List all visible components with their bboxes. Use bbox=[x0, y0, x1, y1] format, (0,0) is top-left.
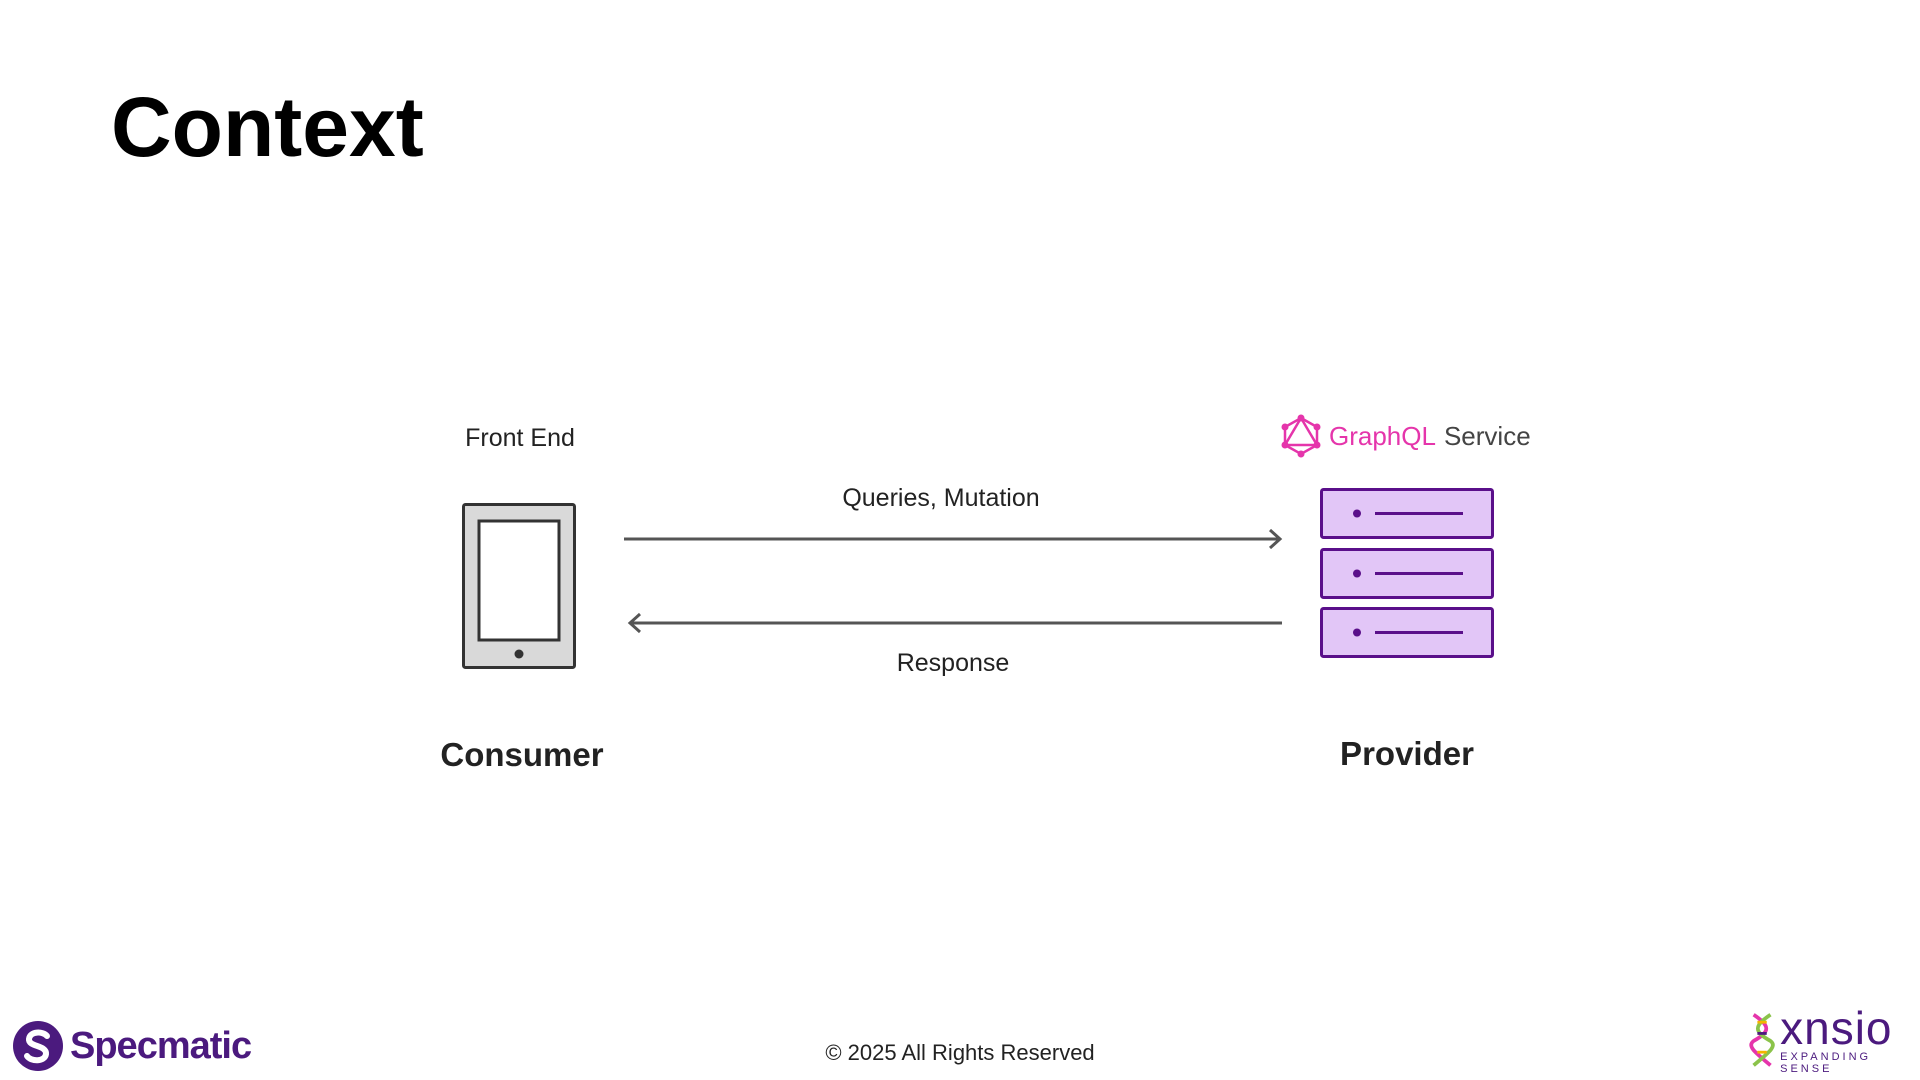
slide-title: Context bbox=[111, 80, 424, 174]
graphql-logo-icon bbox=[1281, 414, 1321, 458]
copyright-footer: © 2025 All Rights Reserved bbox=[825, 1040, 1095, 1065]
service-text: Service bbox=[1443, 420, 1531, 451]
xnsio-wordmark: xnsio bbox=[1780, 1002, 1893, 1054]
provider-label: Provider bbox=[1340, 735, 1474, 772]
request-label: Queries, Mutation bbox=[842, 484, 1040, 512]
specmatic-logo-icon bbox=[13, 1021, 63, 1071]
graphql-service-heading: GraphQL Service bbox=[1281, 414, 1531, 458]
front-end-label: Front End bbox=[465, 424, 575, 452]
response-label: Response bbox=[896, 649, 1010, 677]
server-stack-icon bbox=[1320, 488, 1494, 658]
consumer-label: Consumer bbox=[440, 736, 604, 773]
response-arrow bbox=[627, 612, 1282, 634]
specmatic-logo: Specmatic bbox=[10, 1018, 252, 1074]
specmatic-wordmark: Specmatic bbox=[70, 1024, 252, 1067]
graphql-brand-text: GraphQL bbox=[1329, 420, 1436, 451]
request-arrow bbox=[624, 528, 1283, 550]
xnsio-logo-icon bbox=[1749, 1013, 1775, 1067]
xnsio-tagline: EXPANDING SENSE bbox=[1780, 1051, 1872, 1075]
tablet-icon bbox=[462, 503, 576, 669]
xnsio-logo: xnsio EXPANDING SENSE bbox=[1748, 1005, 1920, 1075]
